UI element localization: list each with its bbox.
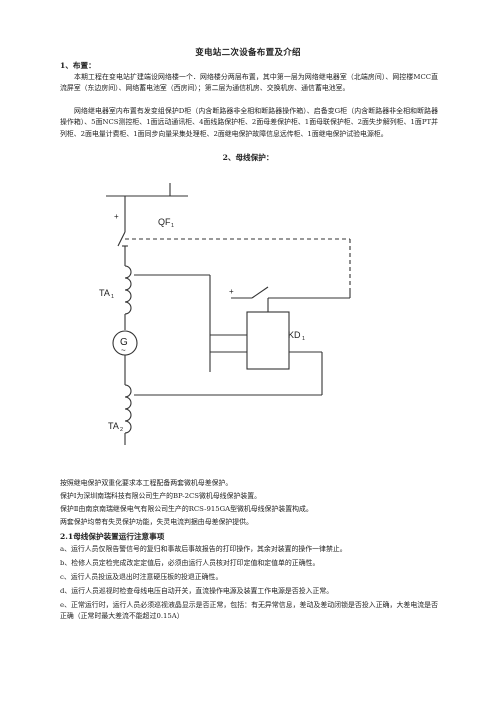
ta2-label: TA	[108, 421, 119, 431]
section-1-heading: 1、布置：	[60, 61, 96, 70]
plus-right-label: +	[229, 287, 234, 296]
section-2-paragraph-3: 保护Ⅱ由南京南瑞继保电气有限公司生产的RCS-915GA型微机母线保护装置构成。	[60, 505, 313, 513]
section-2-paragraph-1: 按照继电保护双重化要求本工程配备两套微机母差保护。	[60, 479, 233, 487]
document-title: 变电站二次设备布置及介绍	[195, 48, 301, 58]
list-item-d: d、运行人员巡视时检查母线电压自动开关，直流操作电源及装置工作电源是否投入正常。	[60, 587, 334, 595]
list-item-b: b、检修人员定检完成改定定值后，必须由运行人员核对打印定值和定值单的正确性。	[60, 559, 320, 567]
ac-symbol: ~	[121, 346, 126, 355]
list-item-c: c、运行人员投运及退出时注意硬压板的投退正确性。	[60, 573, 223, 581]
kd1-relay-box	[246, 311, 290, 370]
section-1-paragraph-1: 本期工程在变电站扩建端设网络楼一个．网络楼分两层布置，其中第一层为网络继电器室（…	[60, 73, 438, 93]
plus-top-label: +	[114, 212, 119, 221]
section-2-1-heading: 2.1母线保护装置运行注意事项	[60, 532, 165, 541]
trip-contact-blade	[251, 286, 269, 299]
ta1-coil	[124, 265, 132, 315]
list-item-e: e、正常运行时，运行人员必须巡视液晶显示是否正常，包括：有无异常信息，差动及差动…	[60, 601, 438, 621]
qf1-breaker-blade	[117, 231, 126, 247]
ta2-coil	[124, 384, 132, 434]
ta1-label: TA	[99, 288, 110, 298]
section-2-paragraph-2: 保护Ⅰ为深圳南瑞科技有限公司生产的BP-2CS微机母线保护装置。	[60, 492, 262, 500]
section-1-paragraph-2: 网络继电器室内布置有发变组保护D柜（内含断路器非全相和断路器操作箱）、启备变G柜…	[60, 107, 438, 138]
qf1-subscript: 1	[171, 223, 174, 229]
ta2-subscript: 2	[120, 427, 123, 433]
qf1-label: QF	[158, 217, 171, 227]
list-item-a: a、运行人员仅限告警信号的复归和事故后事故报告的打印操作，其余对装置的操作一律禁…	[60, 545, 347, 553]
ta1-subscript: 1	[111, 294, 114, 300]
kd1-subscript: 1	[302, 336, 305, 342]
section-2-heading: 2、母线保护：	[222, 153, 274, 162]
section-2-paragraph-4: 两套保护均带有失灵保护功能，失灵电流判据由母差保护提供。	[60, 518, 253, 526]
generator-label: G	[120, 337, 128, 348]
kd1-label: KD	[288, 330, 301, 340]
